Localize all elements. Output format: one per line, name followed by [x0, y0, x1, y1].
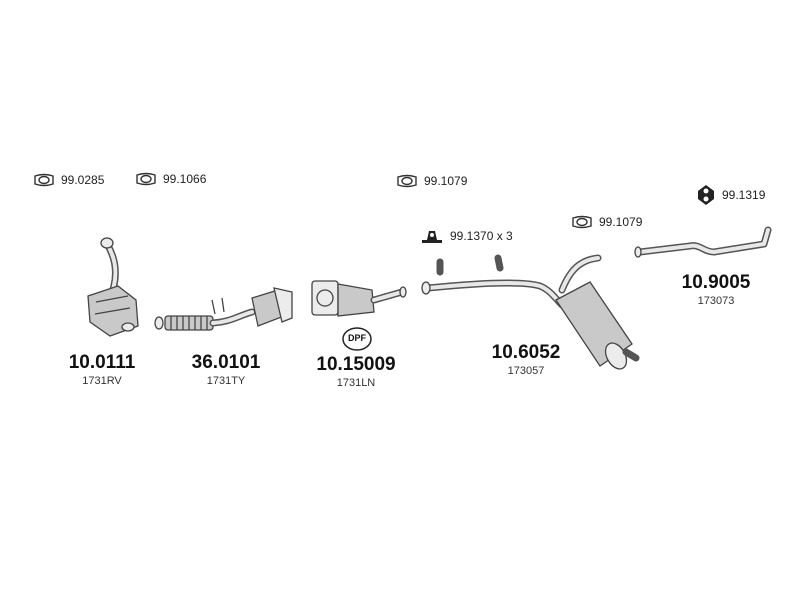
accessory-item-gasket-4: 99.1079	[571, 215, 642, 229]
rubber-hanger-icon	[698, 185, 714, 205]
part-label-catalytic-converter: 10.0111 1731RV	[69, 352, 136, 388]
part-label-dpf: 10.15009 1731LN	[316, 354, 395, 390]
mounting-bracket-icon	[422, 231, 442, 243]
gasket-icon	[34, 173, 54, 187]
part-label-middle-silencer: 10.6052 173057	[492, 342, 561, 378]
part-reference: 173073	[697, 295, 735, 307]
part-number: 10.0111	[68, 352, 136, 373]
part-label-front-pipe: 36.0101 1731TY	[192, 352, 261, 388]
part-number: 10.9005	[681, 272, 751, 293]
part-reference: 1731TY	[206, 375, 246, 387]
gasket-icon	[136, 172, 156, 186]
accessory-label: 99.1066	[163, 172, 207, 186]
gasket-icon	[397, 174, 417, 188]
accessory-item-gasket-1: 99.0285	[33, 173, 104, 187]
middle-silencer-drawing	[421, 254, 640, 370]
part-label-tail-pipe: 10.9005 173073	[682, 272, 751, 308]
part-number: 10.6052	[491, 342, 561, 363]
accessory-label: 99.1079	[424, 174, 468, 188]
accessory-item-gasket-3: 99.1079	[396, 174, 467, 188]
part-number: 36.0101	[191, 352, 261, 373]
gasket-icon	[572, 215, 592, 229]
tail-pipe-drawing	[634, 226, 772, 258]
dpf-badge-icon	[342, 327, 372, 351]
accessory-item-bracket: 99.1370 x 3	[420, 227, 513, 245]
part-number: 10.15009	[316, 354, 396, 375]
dpf-badge: DPF	[348, 333, 366, 343]
part-reference: 1731RV	[82, 375, 122, 387]
accessory-item-gasket-2: 99.1066	[135, 172, 206, 186]
part-reference: 173057	[507, 365, 545, 377]
accessory-item-hanger: 99.1319	[696, 183, 765, 207]
accessory-label: 99.1370 x 3	[450, 229, 513, 243]
part-reference: 1731LN	[336, 377, 376, 389]
accessory-label: 99.1319	[722, 188, 766, 202]
accessory-label: 99.1079	[599, 215, 643, 229]
catalytic-converter-drawing	[87, 237, 139, 337]
accessory-label: 99.0285	[61, 173, 105, 187]
dpf-filter-drawing	[311, 280, 407, 317]
front-pipe-flex-drawing	[154, 287, 293, 331]
